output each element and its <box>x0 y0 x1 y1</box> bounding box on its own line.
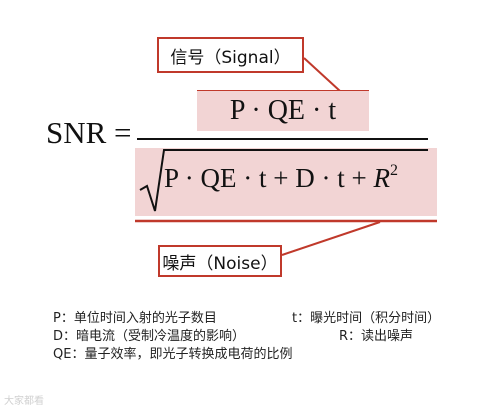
noise-connector-line <box>281 221 381 256</box>
note-exposure-time: t：曝光时间（积分时间） <box>292 311 441 326</box>
note-read-noise: R：读出噪声 <box>339 329 414 344</box>
note-quantum-efficiency: QE：量子效率，即光子转换成电荷的比例 <box>53 347 293 362</box>
read-noise-variable: R <box>373 163 390 193</box>
signal-label: 信号（Signal） <box>157 37 304 73</box>
note-dark-current: D：暗电流（受制冷温度的影响） <box>53 329 246 344</box>
denominator: P · QE · t + D · t + R2 <box>164 162 398 194</box>
watermark: 大家都看 <box>4 396 44 407</box>
note-photon-count: P：单位时间入射的光子数目 <box>53 311 217 326</box>
denominator-terms: P · QE · t + D · t + <box>164 163 374 193</box>
snr-equals: SNR = <box>46 115 132 150</box>
signal-connector-line <box>303 57 341 92</box>
noise-label: 噪声（Noise） <box>158 245 282 277</box>
exponent: 2 <box>389 162 398 179</box>
numerator: P · QE · t <box>197 91 369 131</box>
